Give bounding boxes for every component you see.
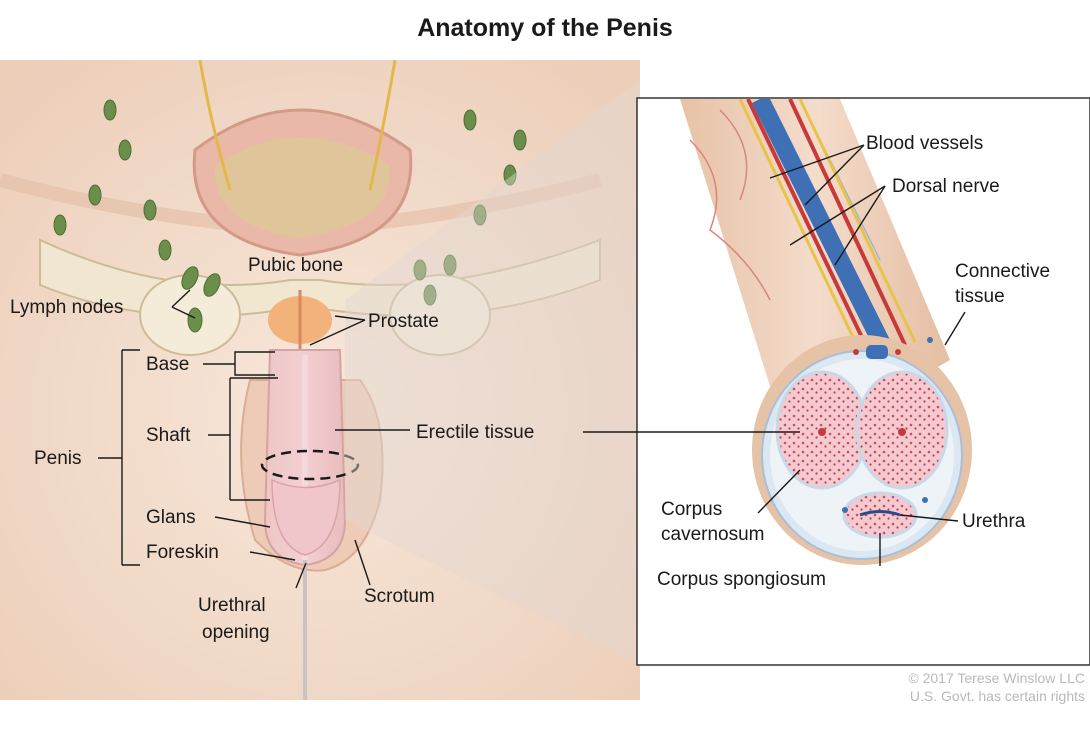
label-glans: Glans bbox=[146, 507, 196, 528]
copyright-line1: © 2017 Terese Winslow LLC bbox=[908, 670, 1085, 686]
label-foreskin: Foreskin bbox=[146, 542, 219, 563]
label-shaft: Shaft bbox=[146, 425, 191, 446]
label-penis: Penis bbox=[34, 448, 82, 469]
label-dorsal-nerve: Dorsal nerve bbox=[892, 176, 1000, 197]
label-corpus-cavernosum-line2: cavernosum bbox=[661, 524, 765, 545]
label-lymph-nodes: Lymph nodes bbox=[10, 297, 123, 318]
label-corpus-cavernosum-line1: Corpus bbox=[661, 499, 722, 520]
label-connective-tissue-line1: Connective bbox=[955, 261, 1050, 282]
label-erectile-tissue: Erectile tissue bbox=[416, 422, 534, 443]
label-urethral-opening-line1: Urethral bbox=[198, 595, 266, 616]
label-pubic-bone: Pubic bone bbox=[248, 255, 343, 276]
label-corpus-spongiosum: Corpus spongiosum bbox=[657, 569, 826, 590]
label-prostate: Prostate bbox=[368, 311, 439, 332]
label-urethral-opening-line2: opening bbox=[202, 622, 270, 643]
label-scrotum: Scrotum bbox=[364, 586, 435, 607]
label-urethra: Urethra bbox=[962, 511, 1026, 532]
label-blood-vessels: Blood vessels bbox=[866, 133, 983, 154]
label-base: Base bbox=[146, 354, 189, 375]
copyright-line2: U.S. Govt. has certain rights bbox=[910, 688, 1085, 704]
label-connective-tissue-line2: tissue bbox=[955, 286, 1005, 307]
